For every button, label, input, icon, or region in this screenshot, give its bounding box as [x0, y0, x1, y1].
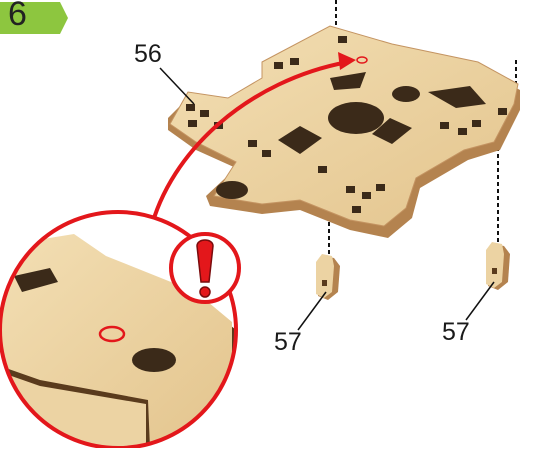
plate-left-round-hole [216, 181, 248, 199]
plate-square-hole [274, 62, 283, 69]
plate-square-hole [458, 128, 467, 135]
part-label-57-right: 57 [442, 318, 470, 347]
plate-center-hole [328, 102, 384, 134]
leader-line-57-right [466, 282, 494, 320]
plate-square-hole [200, 110, 209, 117]
step-badge: 6 [0, 0, 66, 32]
plate-square-hole [262, 150, 271, 157]
warning-badge [171, 234, 239, 302]
plate-square-hole [186, 104, 195, 111]
plate-square-hole [376, 184, 385, 191]
plate-square-hole [498, 108, 507, 115]
plate-square-hole [248, 140, 257, 147]
plate-square-hole [346, 186, 355, 193]
plate-right-round-hole [392, 86, 420, 102]
plate-square-hole [188, 120, 197, 127]
plate-square-hole [352, 206, 361, 213]
part-label-57-left: 57 [274, 328, 302, 357]
zoom-round-hole [132, 348, 176, 372]
leader-line-56 [160, 68, 194, 104]
plate-square-hole [338, 36, 347, 43]
plate-square-hole [318, 166, 327, 173]
plate-square-hole [472, 120, 481, 127]
part-label-56: 56 [134, 40, 162, 69]
peg-part-57-left [316, 254, 340, 300]
step-number: 6 [8, 0, 27, 34]
plate-square-hole [362, 192, 371, 199]
plate-square-hole [290, 58, 299, 65]
leader-line-57-left [298, 292, 326, 330]
peg-part-57-right [486, 242, 510, 290]
plate-square-hole [440, 122, 449, 129]
